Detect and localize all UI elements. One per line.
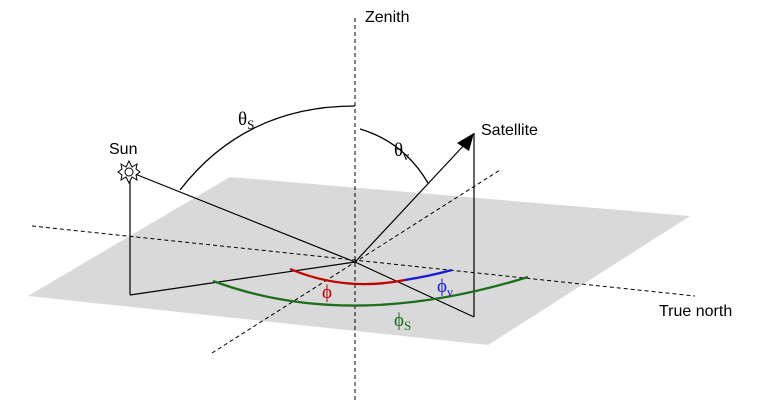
phi-symbol: ϕ [322,282,332,303]
phi-v-arc [404,268,453,282]
theta-s-subscript: S [247,117,254,132]
theta-s-symbol: θ [238,109,247,130]
phi-s-label: ϕS [394,310,411,333]
sun-label: Sun [109,141,137,158]
theta-v-arc [359,128,429,184]
phi-s-symbol: ϕ [394,310,404,331]
theta-s-arc [179,105,356,191]
satellite-projection [354,261,475,318]
true-north-axis [31,225,696,297]
satellite-label: Satellite [481,122,538,139]
zenith-label: Zenith [365,9,409,26]
sun-ray [129,171,356,263]
phi-v-label: ϕν [437,276,453,299]
theta-s-label: θS [238,109,254,132]
phi-s-arc [212,275,529,307]
theta-v-symbol: θ [394,140,403,161]
true-north-label: True north [659,303,732,320]
arrowhead-icon [457,133,474,151]
theta-v-label: θν [394,140,409,163]
phi-v-symbol: ϕ [437,276,447,297]
ground-plane [28,177,690,345]
phi-label: ϕ [322,282,332,303]
satellite-ray [354,142,467,263]
theta-v-subscript: ν [403,148,409,163]
phi-v-subscript: ν [447,284,453,299]
phi-arc [289,267,406,286]
sun-icon [117,159,141,185]
phi-s-subscript: S [404,318,411,333]
sun-projection [129,261,356,296]
